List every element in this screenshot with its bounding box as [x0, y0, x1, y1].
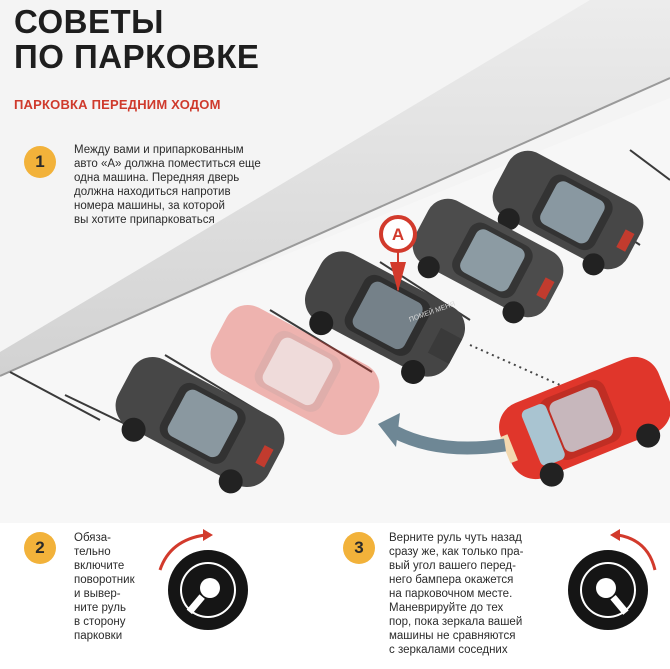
step-1-line: авто «А» должна поместиться еще: [74, 158, 261, 170]
step-3-line: вый угол вашего перед-: [389, 560, 516, 572]
step-3-line: него бампера окажется: [389, 574, 514, 586]
step-3-line: Верните руль чуть назад: [389, 532, 522, 544]
step-3-line: Маневрируйте до тех: [389, 602, 504, 614]
curb-edge: [0, 77, 670, 377]
turn-arrow-icon: [158, 529, 213, 571]
turn-arrow-icon: [610, 529, 657, 571]
step-3-line: машины не сравняются: [389, 630, 516, 642]
step-3-line: на парковочном месте.: [389, 588, 513, 600]
alignment-guide: [469, 344, 561, 386]
curb: [0, 0, 670, 376]
step-1-line: одна машина. Передняя дверь: [74, 172, 240, 184]
step-badge-2: 2: [24, 532, 56, 564]
step-2-text: Обяза- тельно включите поворотник и выве…: [74, 531, 135, 643]
section-subtitle: ПАРКОВКА ПЕРЕДНИМ ХОДОМ: [14, 97, 221, 112]
maneuvering-car: [499, 356, 670, 487]
step-3-line: пор, пока зеркала вашей: [389, 616, 523, 628]
step-2-line: включите: [74, 560, 125, 572]
step-2-line: и вывер-: [74, 588, 121, 600]
bottom-panel: [0, 523, 670, 669]
marker-label: A: [392, 225, 404, 244]
step-3-line: с зеркалами соседних: [389, 644, 508, 656]
step-3-text: Верните руль чуть назад сразу же, как то…: [389, 531, 523, 657]
title-line-1: СОВЕТЫ: [14, 3, 164, 40]
location-marker-icon: A: [379, 215, 417, 292]
step-3-line: сразу же, как только пра-: [389, 546, 524, 558]
parked-car-left: [115, 357, 285, 494]
parked-car-middle-right: [412, 198, 564, 324]
reference-car-a: ПОМЕЙ МЕНЯ: [304, 251, 466, 384]
step-2-line: тельно: [74, 546, 111, 558]
step-badge-1: 1: [24, 146, 56, 178]
step-2-line: поворотник: [74, 574, 135, 586]
step-badge-3: 3: [343, 532, 375, 564]
parked-car-far-right: [492, 150, 644, 276]
step-2-line: парковки: [74, 630, 123, 642]
step-1-line: Между вами и припаркованным: [74, 144, 244, 156]
steering-wheel-icon: [168, 550, 248, 630]
page-title: СОВЕТЫ ПО ПАРКОВКЕ: [14, 4, 259, 74]
step-1-line: должна находиться напротив: [74, 186, 231, 198]
steering-wheel-icon: [568, 550, 648, 630]
target-position-ghost-car: [210, 305, 380, 435]
step-2-line: Обяза-: [74, 532, 112, 544]
step-1-text: Между вами и припаркованным авто «А» дол…: [74, 143, 261, 227]
step-1-line: номера машины, за которой: [74, 200, 225, 212]
step-2-line: в сторону: [74, 616, 126, 628]
step-2-line: ните руль: [74, 602, 126, 614]
direction-arrow-icon: [378, 413, 506, 455]
title-line-2: ПО ПАРКОВКЕ: [14, 38, 260, 75]
step-1-line: вы хотите припарковаться: [74, 214, 215, 226]
